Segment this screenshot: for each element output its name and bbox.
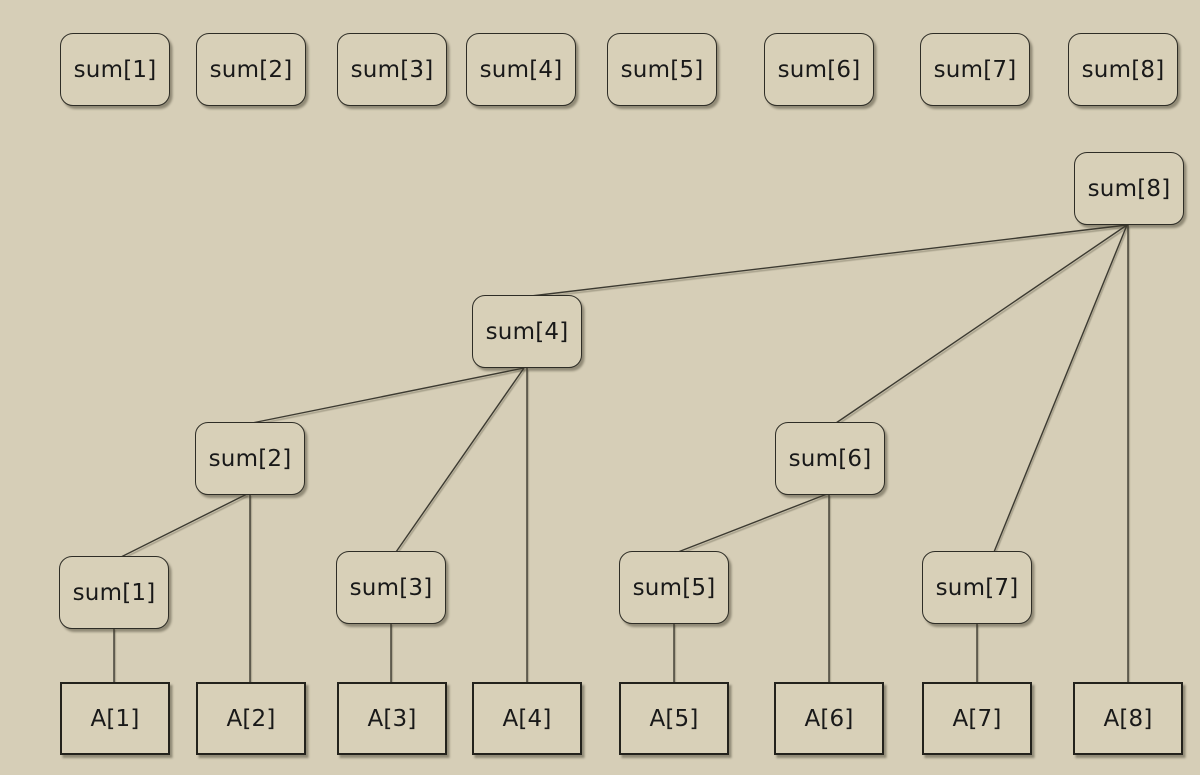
top-row-box-row-sum7: sum[7] <box>920 33 1030 106</box>
top-row-box-row-sum5: sum[5] <box>607 33 717 106</box>
edge-sum4-to-sum3 <box>395 367 525 553</box>
tree-node-sum6: sum[6] <box>775 422 885 495</box>
edge-sum2-to-sum1 <box>120 493 248 558</box>
leaf-box-a2: A[2] <box>196 682 306 755</box>
leaf-box-a4: A[4] <box>472 682 582 755</box>
tree-node-sum7: sum[7] <box>922 551 1032 624</box>
top-row-box-row-sum2: sum[2] <box>196 33 306 106</box>
edge-sum6-to-sum5 <box>677 493 828 553</box>
top-row-box-row-sum1: sum[1] <box>60 33 170 106</box>
top-row-box-row-sum4: sum[4] <box>466 33 576 106</box>
tree-node-sum2: sum[2] <box>195 422 305 495</box>
leaf-box-a1: A[1] <box>60 682 170 755</box>
tree-node-sum8: sum[8] <box>1074 152 1184 225</box>
edge-sum4-to-sum2 <box>251 367 525 424</box>
tree-node-sum3: sum[3] <box>336 551 446 624</box>
edge-sum8-to-sum6 <box>835 224 1128 424</box>
leaf-box-a7: A[7] <box>922 682 1032 755</box>
leaf-box-a5: A[5] <box>619 682 729 755</box>
edge-sum8-to-sum7 <box>993 224 1128 553</box>
top-row-box-row-sum3: sum[3] <box>337 33 447 106</box>
leaf-box-a8: A[8] <box>1073 682 1183 755</box>
edge-sum8-to-sum4 <box>530 224 1128 297</box>
tree-node-sum1: sum[1] <box>59 556 169 629</box>
top-row-box-row-sum6: sum[6] <box>764 33 874 106</box>
leaf-box-a6: A[6] <box>774 682 884 755</box>
leaf-box-a3: A[3] <box>337 682 447 755</box>
tree-node-sum5: sum[5] <box>619 551 729 624</box>
tree-node-sum4: sum[4] <box>472 295 582 368</box>
top-row-box-row-sum8: sum[8] <box>1068 33 1178 106</box>
